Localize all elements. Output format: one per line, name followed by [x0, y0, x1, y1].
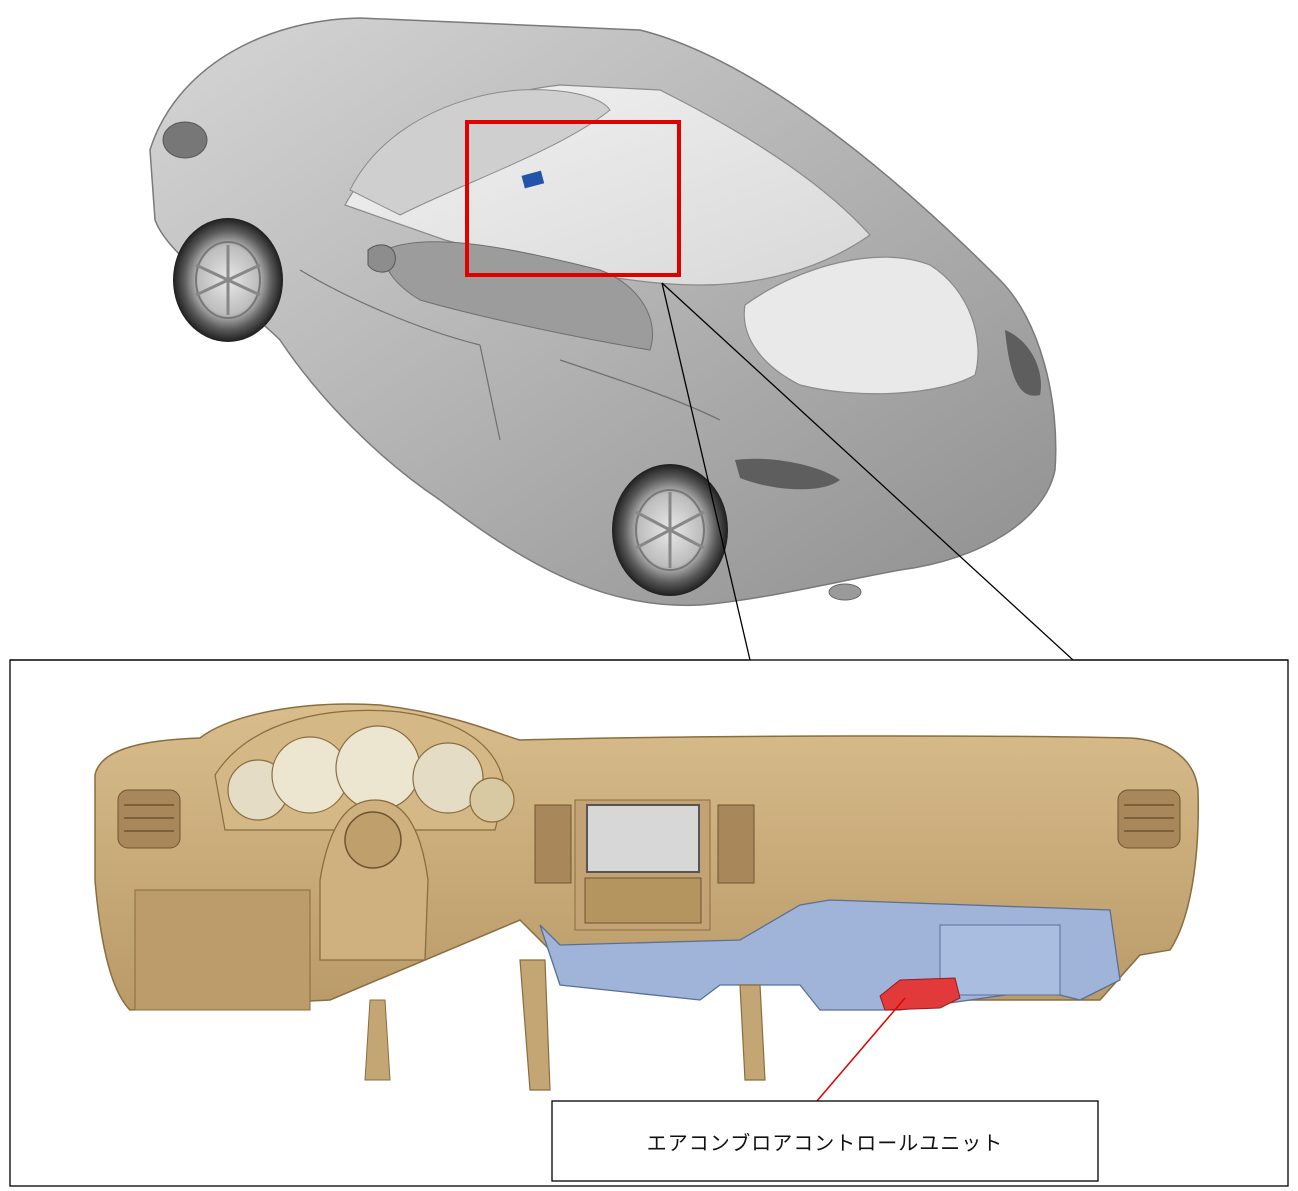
air-vent-left [117, 789, 181, 849]
callout-box [551, 1100, 1099, 1182]
detail-frame [9, 659, 1289, 1187]
gauge-right [412, 742, 484, 814]
callout-label: エアコンブロアコントロールユニット [646, 1130, 1004, 1155]
callout-leader-line [816, 997, 906, 1102]
air-vent-center-right [717, 804, 755, 884]
steering-shaft [364, 999, 391, 1081]
dashboard-illustration [94, 703, 1199, 1091]
knee-panel [134, 889, 311, 1011]
hvac-blower [939, 924, 1061, 996]
air-vent-center-left [534, 804, 572, 884]
steering-hub [344, 811, 402, 869]
car-mirror [367, 244, 396, 273]
gauges [227, 725, 515, 823]
radio-controls [584, 877, 702, 924]
car-illustration [149, 17, 1057, 607]
control-unit-marker-car [521, 170, 545, 189]
car-exhaust [828, 583, 862, 601]
car-headlight [162, 121, 208, 159]
car-tail-light-left [735, 458, 840, 490]
highlight-frame [465, 120, 681, 277]
blower-control-unit [879, 977, 961, 1011]
air-vent-right [1117, 789, 1181, 849]
gauge-tachometer [335, 725, 421, 811]
car-side-window [383, 241, 654, 351]
car-rear-window [743, 256, 979, 395]
car-door-lines [299, 269, 721, 441]
car-wheel-front [173, 218, 283, 342]
car-wheel-rear [612, 464, 728, 596]
support-brackets [519, 959, 766, 1091]
gauge-far-right [469, 777, 515, 823]
car-tail-light-right [1005, 330, 1041, 396]
navigation-screen [586, 804, 700, 873]
